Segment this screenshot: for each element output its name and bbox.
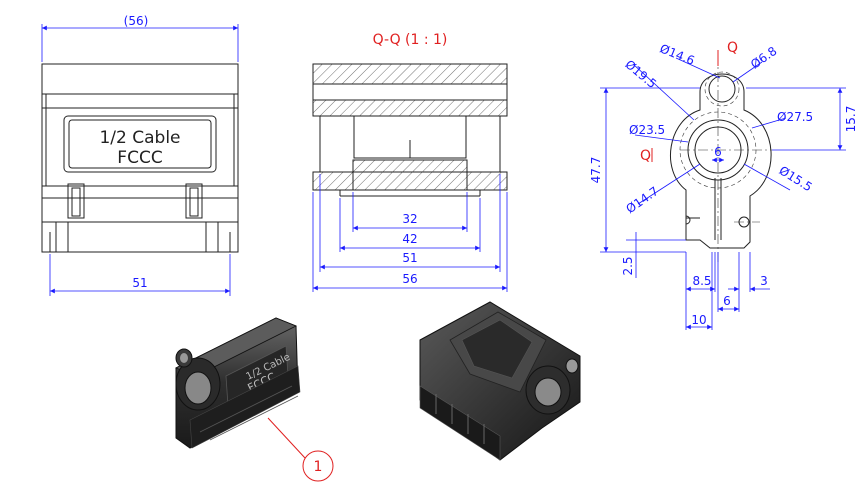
iso-view-left: 1/2 Cable FCCC 1 [175, 317, 334, 482]
section-marker-left: Q [640, 148, 651, 164]
dim-d14-7: Ø14.7 [623, 184, 661, 216]
dim-front-56: (56) [124, 14, 149, 28]
balloon-leader [267, 417, 306, 459]
dim-8-5: 8.5 [692, 274, 711, 288]
balloon [302, 450, 334, 482]
balloon-label: 1 [314, 459, 323, 475]
small-hole [708, 75, 736, 103]
dim-10: 10 [691, 313, 706, 327]
dim-d14-6: Ø14.6 [658, 41, 697, 68]
hatch-bottom [352, 159, 468, 191]
dim-15-7: 15.7 [844, 106, 858, 133]
engraving-line-2: FCCC [117, 148, 162, 168]
dim-d15-5: Ø15.5 [777, 163, 815, 194]
section-title: Q-Q (1 : 1) [373, 32, 448, 48]
engraving-line-1: 1/2 Cable [99, 128, 180, 148]
dim-section-42: 42 [402, 232, 417, 246]
dim-2-5: 2.5 [621, 256, 635, 275]
iso-view-right [419, 301, 581, 461]
hatch-top [312, 63, 508, 85]
dim-d6-8: Ø6.8 [748, 44, 779, 72]
dim-d23-5: Ø23.5 [629, 123, 665, 137]
front-feet [41, 185, 239, 253]
dim-front-51: 51 [132, 276, 147, 290]
dim-3: 3 [760, 274, 768, 288]
section-marker-top: Q [727, 40, 738, 56]
side-view: Q Q Ø14.6 Ø6.8 Ø19.5 Ø23.5 Ø27.5 Ø15.5 Ø… [589, 40, 858, 330]
dim-section-32: 32 [402, 212, 417, 226]
engraving-panel [63, 115, 217, 173]
front-view: 1/2 Cable FCCC (56) 51 [41, 14, 239, 296]
section-view: Q-Q (1 : 1) 32 42 51 56 [312, 32, 508, 292]
dim-section-56: 56 [402, 272, 417, 286]
dim-section-51: 51 [402, 251, 417, 265]
dim-6-inner: 6 [714, 145, 722, 159]
dim-6-bottom: 6 [723, 294, 731, 308]
front-top-rail [41, 63, 239, 95]
dim-d27-5: Ø27.5 [777, 110, 813, 124]
dim-d19-5: Ø19.5 [622, 57, 659, 91]
dim-47-7: 47.7 [589, 157, 603, 184]
